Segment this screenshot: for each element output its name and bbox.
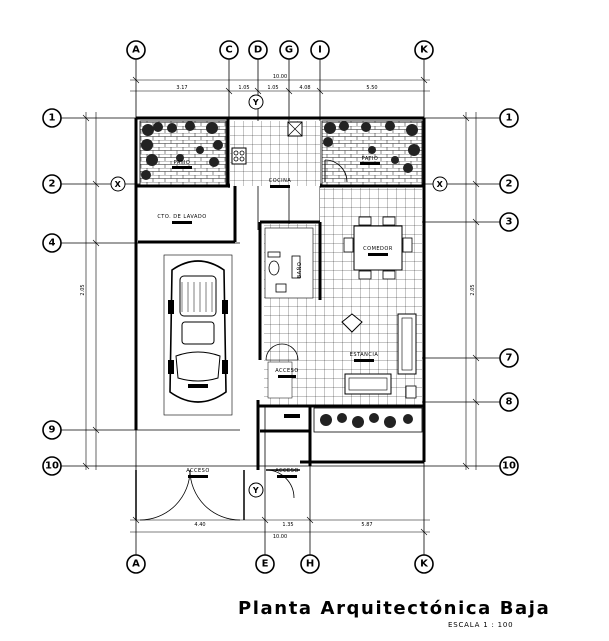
svg-text:C: C xyxy=(225,45,232,56)
svg-text:D: D xyxy=(254,45,262,56)
kitchen-fixtures xyxy=(231,121,348,183)
axis-bubble-right-10: 10 xyxy=(499,456,519,476)
patio-left-area xyxy=(139,120,227,186)
axis-bubble-top-G: G xyxy=(279,40,299,60)
svg-text:Y: Y xyxy=(252,98,259,107)
svg-text:4: 4 xyxy=(49,238,56,249)
dim-top-part-1: 3.17 xyxy=(176,85,187,91)
dim-bottom-total: 10.00 xyxy=(273,534,287,540)
svg-text:I: I xyxy=(318,45,322,56)
svg-text:10: 10 xyxy=(502,461,516,472)
hall-door xyxy=(265,343,300,418)
axis-bubble-top-D: D xyxy=(248,40,268,60)
room-label-acceso-door: ACCESO xyxy=(275,468,299,474)
room-label-lavado: CTO. DE LAVADO xyxy=(157,214,206,220)
walls xyxy=(134,116,426,470)
dimension-labels: 10.00 3.17 1.05 1.05 4.08 5.50 4.40 1.35… xyxy=(80,74,476,540)
axis-bubble-right-7: 7 xyxy=(499,348,519,368)
dim-right-total: 2.05 xyxy=(470,284,476,295)
svg-text:1: 1 xyxy=(49,113,56,124)
dim-bottom-part-1: 4.40 xyxy=(194,522,205,528)
svg-text:A: A xyxy=(132,559,140,570)
room-label-patio-left: PATIO xyxy=(174,160,191,166)
svg-text:2: 2 xyxy=(506,179,513,190)
svg-text:K: K xyxy=(420,45,429,56)
room-labels: PATIO PATIO COCINA CTO. DE LAVADO COMEDO… xyxy=(157,156,393,478)
room-label-estancia: ESTANCIA xyxy=(350,352,379,358)
axis-bubbles-left: 1 2 4 9 10 xyxy=(42,108,62,476)
svg-text:Y: Y xyxy=(252,486,259,495)
svg-text:3: 3 xyxy=(506,217,513,228)
bathroom-fixtures xyxy=(264,227,314,299)
axis-bubble-bottom-E: E xyxy=(255,554,275,574)
section-markers: Y Y X X xyxy=(110,94,448,498)
dim-bottom-part-3: 5.87 xyxy=(361,522,372,528)
axis-bubble-top-C: C xyxy=(219,40,239,60)
axis-bubble-right-2: 2 xyxy=(499,174,519,194)
svg-text:2: 2 xyxy=(49,179,56,190)
axis-bubble-left-9: 9 xyxy=(42,420,62,440)
dim-top-part-5: 5.50 xyxy=(366,85,377,91)
axis-bubble-left-1: 1 xyxy=(42,108,62,128)
svg-text:1: 1 xyxy=(506,113,513,124)
axis-bubble-top-A: A xyxy=(126,40,146,60)
axis-bubble-right-8: 8 xyxy=(499,392,519,412)
axis-bubble-left-4: 4 xyxy=(42,233,62,253)
svg-text:X: X xyxy=(115,180,122,189)
axis-bubble-top-I: I xyxy=(310,40,330,60)
dim-top-part-2: 1.05 xyxy=(238,85,249,91)
axis-bubble-bottom-A: A xyxy=(126,554,146,574)
axis-bubble-left-10: 10 xyxy=(42,456,62,476)
axis-bubbles-bottom: A E H K xyxy=(126,554,434,574)
scale-label: ESCALA 1 : 100 xyxy=(448,621,514,629)
svg-text:X: X xyxy=(437,180,444,189)
svg-text:K: K xyxy=(420,559,429,570)
living-furniture xyxy=(341,313,417,399)
svg-text:10: 10 xyxy=(45,461,59,472)
room-label-bano: BAÑO xyxy=(296,262,303,279)
room-label-patio-right: PATIO xyxy=(362,156,379,162)
svg-text:A: A xyxy=(132,45,140,56)
dim-left-total: 2.05 xyxy=(80,284,86,295)
svg-text:H: H xyxy=(306,559,314,570)
axis-bubbles-right: 1 2 3 7 8 10 xyxy=(499,108,519,476)
patio-right-area xyxy=(321,120,423,186)
drawing-title: Planta Arquitectónica Baja xyxy=(238,598,551,619)
axis-bubble-top-K: K xyxy=(414,40,434,60)
car-icon xyxy=(163,254,233,416)
axis-bubbles-top: A C D G I K xyxy=(126,40,434,60)
front-planter xyxy=(313,407,423,433)
dimension-lines xyxy=(82,76,480,536)
dim-top-part-4: 4.08 xyxy=(299,85,310,91)
dim-top-total: 10.00 xyxy=(273,74,287,80)
room-label-cocina: COCINA xyxy=(269,178,292,184)
svg-text:7: 7 xyxy=(506,353,513,364)
axis-bubble-right-3: 3 xyxy=(499,212,519,232)
dining-table xyxy=(343,216,413,280)
room-label-acceso-car: ACCESO xyxy=(186,468,210,474)
axis-bubble-bottom-K: K xyxy=(414,554,434,574)
axis-bubble-left-2: 2 xyxy=(42,174,62,194)
svg-text:9: 9 xyxy=(49,425,56,436)
axis-bubble-right-1: 1 xyxy=(499,108,519,128)
dim-top-part-3: 1.05 xyxy=(267,85,278,91)
axis-bubble-bottom-H: H xyxy=(300,554,320,574)
garage-gate xyxy=(135,469,300,521)
svg-text:8: 8 xyxy=(506,397,513,408)
room-label-acceso-hall: ACCESO xyxy=(275,368,299,374)
dim-bottom-part-2: 1.35 xyxy=(282,522,293,528)
svg-text:G: G xyxy=(285,45,293,56)
room-label-comedor: COMEDOR xyxy=(363,246,393,252)
svg-text:E: E xyxy=(262,559,269,570)
